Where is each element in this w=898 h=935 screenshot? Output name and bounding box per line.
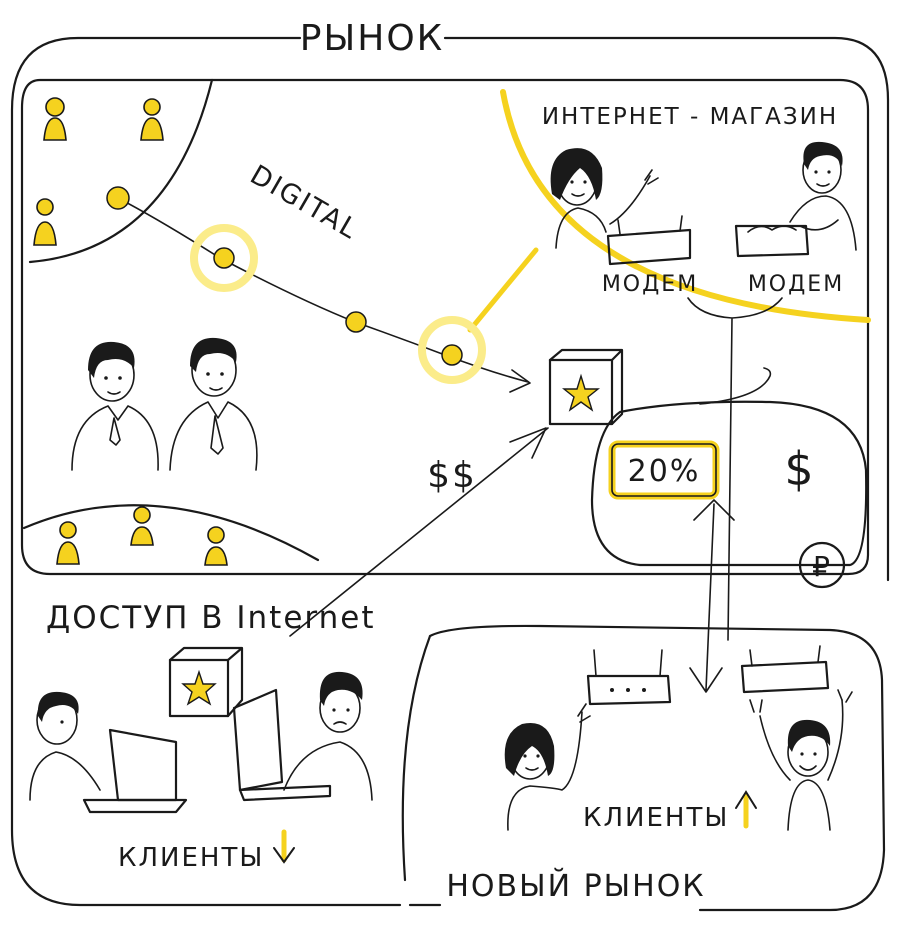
businessman-left [71,341,159,471]
digital-label: DIGITAL [245,159,364,246]
laptop-icon-right [232,688,332,802]
modem-label-right: МОДЕМ [748,272,844,297]
laptop-user-left [29,691,101,801]
path-node-glow-1 [190,224,258,292]
laptop-icon-left [82,728,188,814]
customer-icon-1 [43,97,67,141]
new-market-man [749,689,853,831]
customer-icon-3 [33,198,57,246]
ruble-sign: ₽ [812,550,832,583]
path-node-start [106,186,130,210]
modem-label-left: МОДЕМ [602,272,698,297]
offer-region [590,400,868,567]
percent-down-line [689,499,735,693]
digital-region-frame [20,78,870,576]
store-connector [467,247,539,333]
customer-icon-4 [56,521,80,565]
modem-icon-new-right [740,645,830,694]
online-store-arc [500,89,871,323]
modem-icon-left [606,215,692,266]
laptop-user-right [283,671,373,801]
star-box-icon-small [168,646,244,718]
new-market-woman [504,703,591,831]
ruble-badge [798,541,846,589]
dollar-sign: $ [784,442,815,496]
path-node-1 [213,247,235,269]
path-node-glow-3 [418,316,486,384]
online-store-title: ИНТЕРНЕТ - МАГАЗИН [542,104,838,130]
path-node-2 [345,311,367,333]
arrow-up-icon [735,790,757,829]
modem-icon-right [734,224,810,258]
customers-arc-top [28,78,214,264]
customer-icon-6 [204,526,228,566]
market-title: РЫНОК [300,18,444,59]
new-market-frame [401,624,886,912]
clients-up-label: КЛИЕНТЫ [583,803,729,833]
star-box-icon [548,348,624,426]
offer-pointer [699,367,772,405]
businessman-right [169,337,258,471]
modem-icon-new-left [586,649,672,706]
customer-icon-5 [130,506,154,546]
customers-arc-bottom [22,504,320,562]
market-frame [10,36,890,907]
internet-access-label: ДОСТУП В Internet [46,600,375,636]
modems-connector [687,297,783,641]
internet-link-arrow [509,427,547,459]
clients-down-label: КЛИЕНТЫ [118,843,264,873]
store-woman [550,148,659,249]
customer-icon-2 [140,98,164,141]
store-man [789,141,857,251]
arrow-down-icon [273,829,295,864]
path-node-3 [441,344,463,366]
digital-path-arrowhead [509,369,531,393]
new-market-label: НОВЫЙ РЫНОК [446,868,705,904]
percent-label: 20% [628,454,701,489]
internet-link-line [289,427,549,637]
dollars-label: $$ [427,455,477,496]
